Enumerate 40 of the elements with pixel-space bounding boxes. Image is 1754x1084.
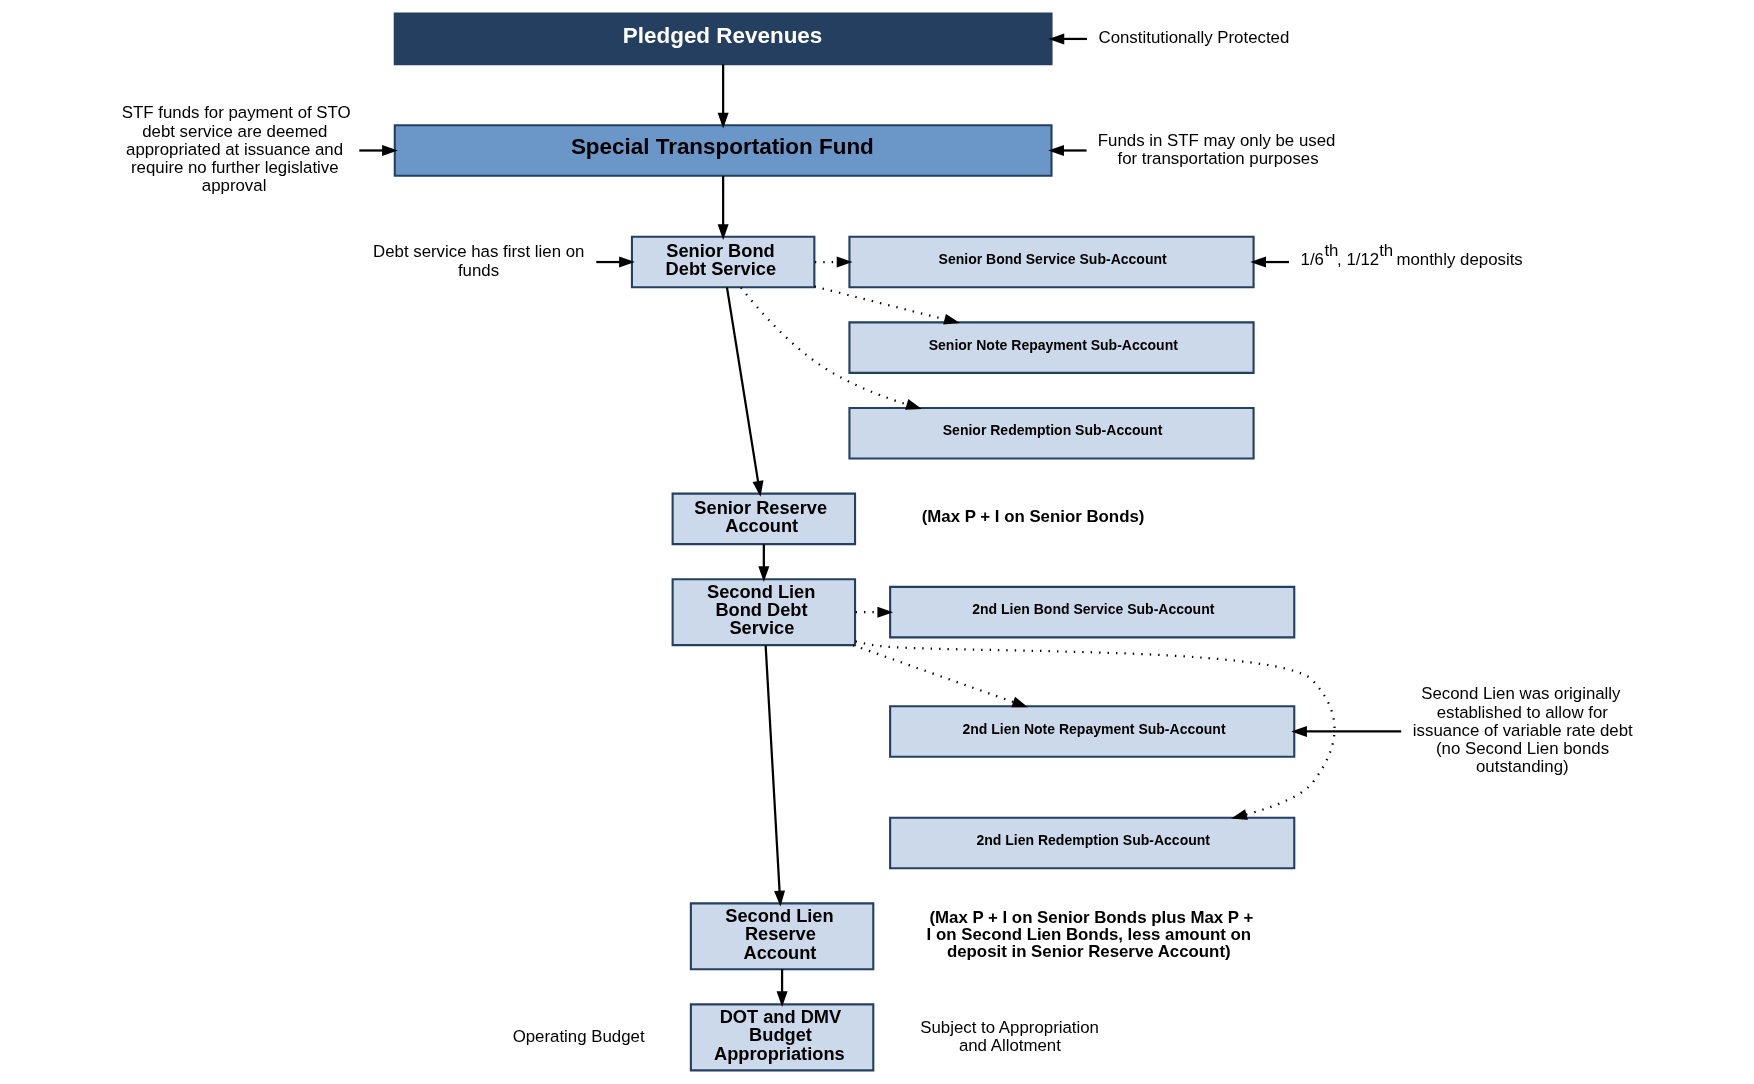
label: Subject to Appropriation and Allotment — [919, 1017, 1099, 1055]
arrow — [852, 644, 1028, 708]
node-box: Senior Reserve Account — [671, 492, 856, 546]
arrow — [855, 606, 893, 618]
arrow — [814, 256, 852, 268]
node-box: 2nd Lien Note Repayment Sub-Account — [888, 705, 1295, 758]
arrow — [595, 256, 635, 268]
arrow — [813, 285, 960, 325]
arrow — [358, 144, 398, 156]
node-box: Senior Redemption Sub-Account — [847, 406, 1255, 460]
node-box: Senior Bond Service Sub-Account — [847, 235, 1255, 289]
node-text: STF funds for payment of STO debt service are deemed appropriated at issuance and require no further legislative approval — [121, 103, 351, 196]
node-box: Senior Bond Debt Service — [630, 235, 815, 289]
arrow — [1290, 725, 1401, 737]
node-box: Second Lien Bond Debt Service — [671, 578, 856, 647]
node-box: 2nd Lien Bond Service Sub-Account — [888, 585, 1295, 639]
arrow — [1249, 256, 1289, 268]
node-box: DOT and DMV Budget Appropriations — [689, 1003, 874, 1072]
node-box: Special Transportation Fund — [393, 124, 1053, 177]
node-box: Senior Note Repayment Sub-Account — [847, 321, 1255, 374]
arrow — [1048, 33, 1087, 45]
node-text: Funds in STF may only be used for transportation purposes — [1097, 130, 1335, 168]
arrow — [717, 176, 729, 240]
label: (Max P + I on Senior Bonds) — [921, 506, 1144, 526]
label: (Max P + I on Senior Bonds plus Max P + I on Second Lien Bonds, less amount on deposit in Senior Reserve Account) — [926, 908, 1253, 961]
node-text: Debt service has first lien on funds — [372, 242, 584, 280]
node-box: 2nd Lien Redemption Sub-Account — [888, 816, 1295, 870]
arrow — [739, 286, 922, 410]
arrow — [757, 544, 769, 582]
node-text: Second Lien was originally established to allow for issuance of variable rate debt (no Second Lien bonds outstanding) — [1412, 684, 1633, 777]
arrow — [1047, 144, 1087, 156]
arrow — [764, 645, 785, 907]
node-text: Constitutionally Protected — [1098, 28, 1289, 48]
arrow — [854, 640, 1335, 820]
arrow — [776, 969, 788, 1008]
label: Operating Budget — [512, 1026, 645, 1046]
arrow — [717, 64, 729, 129]
arrow — [725, 287, 763, 497]
node-box: Second Lien Reserve Account — [689, 902, 874, 971]
node-box: Pledged Revenues — [393, 12, 1053, 66]
